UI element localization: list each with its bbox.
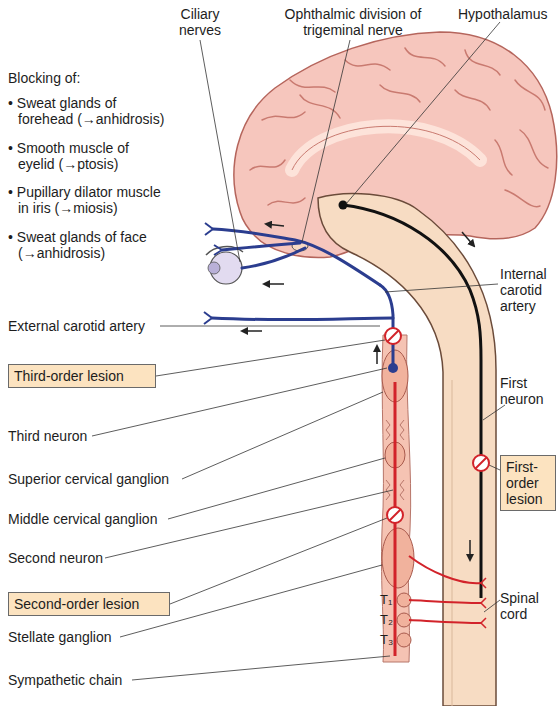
gyrus xyxy=(505,190,540,207)
callout-label: Second neuron xyxy=(8,550,158,566)
preganglionic-fiber xyxy=(409,620,481,623)
thoracic-ganglion xyxy=(397,613,411,627)
block-slash xyxy=(388,331,399,342)
thoracic-ganglion xyxy=(397,633,411,647)
gyrus xyxy=(250,160,285,170)
leader-line xyxy=(484,600,500,612)
callout-label: First neuron xyxy=(500,375,558,407)
hypothalamus-nucleus xyxy=(339,201,348,210)
third-neuron-body xyxy=(388,363,398,373)
nerve-branch xyxy=(212,318,393,320)
gyrus xyxy=(345,60,390,70)
leader-line xyxy=(170,518,387,604)
gyrus xyxy=(380,85,420,102)
nerve-branch xyxy=(222,243,300,250)
flow-arrow xyxy=(242,330,262,332)
leader-line xyxy=(346,22,500,204)
callout-label: External carotid artery xyxy=(8,318,208,334)
block-circle xyxy=(385,328,401,344)
leader-line xyxy=(156,340,385,376)
nerve-trunk xyxy=(380,285,393,368)
callout-label: • Pupillary dilator muscle in iris (→mio… xyxy=(8,184,173,216)
gyrus xyxy=(268,198,305,205)
callout-label: Superior cervical ganglion xyxy=(8,471,228,487)
lesion-block xyxy=(473,455,489,471)
flow-arrow xyxy=(469,540,471,560)
lesion-label: Second-order lesion xyxy=(14,596,164,612)
leader-line xyxy=(483,405,505,420)
gyrus xyxy=(520,130,548,168)
gyrus xyxy=(515,80,545,110)
preganglionic-fiber xyxy=(409,600,481,603)
gyrus xyxy=(495,140,512,175)
thoracic-ganglion xyxy=(397,593,411,607)
nerve-branch xyxy=(213,229,380,285)
callout-label: Ophthalmic division of trigeminal nerve xyxy=(283,6,423,38)
callout-label: • Sweat glands of forehead (→anhidrosis) xyxy=(8,95,173,127)
leader-line xyxy=(160,326,380,327)
nerve-branch xyxy=(242,248,305,268)
gyrus xyxy=(405,48,445,66)
callout-label: Internal carotid artery xyxy=(500,266,558,314)
third-neuron xyxy=(212,229,393,368)
gyrus xyxy=(290,80,335,92)
leader-line xyxy=(182,392,383,479)
cord-detail xyxy=(452,380,453,706)
lesion-block xyxy=(385,328,401,344)
block-slash xyxy=(390,510,401,521)
gyrus xyxy=(465,50,500,75)
callout-label: Spinal cord xyxy=(500,590,558,622)
corpus-callosum-outline xyxy=(292,126,480,170)
callout-label: • Sweat glands of face (→anhidrosis) xyxy=(8,229,173,261)
block-slash xyxy=(476,458,487,469)
leader-line xyxy=(168,458,385,519)
flow-arrow xyxy=(264,283,284,285)
flow-arrow xyxy=(266,224,284,226)
callout-label: T₁ xyxy=(380,592,396,608)
nerve-ending xyxy=(204,223,222,324)
callout-label: Middle cervical ganglion xyxy=(8,511,228,527)
iris xyxy=(208,262,220,274)
lesion-label: First-order lesion xyxy=(506,459,550,507)
gyrus xyxy=(455,90,490,110)
flow-arrow xyxy=(462,232,474,246)
block-circle xyxy=(473,455,489,471)
preganglionic-fiber xyxy=(409,556,481,583)
spinal-cord xyxy=(318,194,496,706)
synapse-terminal xyxy=(481,578,486,628)
block-circle xyxy=(387,507,403,523)
first-neuron xyxy=(343,205,481,598)
callout-label: Sympathetic chain xyxy=(8,672,208,688)
callout-label: T₃ xyxy=(380,632,396,648)
corpus-callosum xyxy=(292,126,480,170)
leader-line xyxy=(132,656,390,680)
callout-label: Stellate ganglion xyxy=(8,629,208,645)
lesion-box: Third-order lesion xyxy=(8,364,156,388)
leader-line xyxy=(385,284,498,292)
callout-label: Blocking of: xyxy=(8,70,168,86)
gyri xyxy=(250,48,548,207)
leader-line xyxy=(200,40,240,262)
callout-label: Ciliary nerves xyxy=(170,6,230,38)
leader-line xyxy=(302,40,350,242)
lesion-label: Third-order lesion xyxy=(14,368,150,384)
callout-label: Hypothalamus xyxy=(458,6,558,22)
callout-label: Third neuron xyxy=(8,428,158,444)
flow-arrow xyxy=(376,346,378,364)
leader-line xyxy=(489,465,500,470)
lesion-box: Second-order lesion xyxy=(8,592,170,616)
lesion-box: First-order lesion xyxy=(500,455,556,511)
gyrus xyxy=(262,112,305,120)
callout-label: T₂ xyxy=(380,612,396,628)
flow-arrows xyxy=(242,224,474,560)
lesion-block xyxy=(387,507,403,523)
stellate-ganglion xyxy=(382,528,414,588)
callout-label: • Smooth muscle of eyelid (→ptosis) xyxy=(8,140,143,172)
